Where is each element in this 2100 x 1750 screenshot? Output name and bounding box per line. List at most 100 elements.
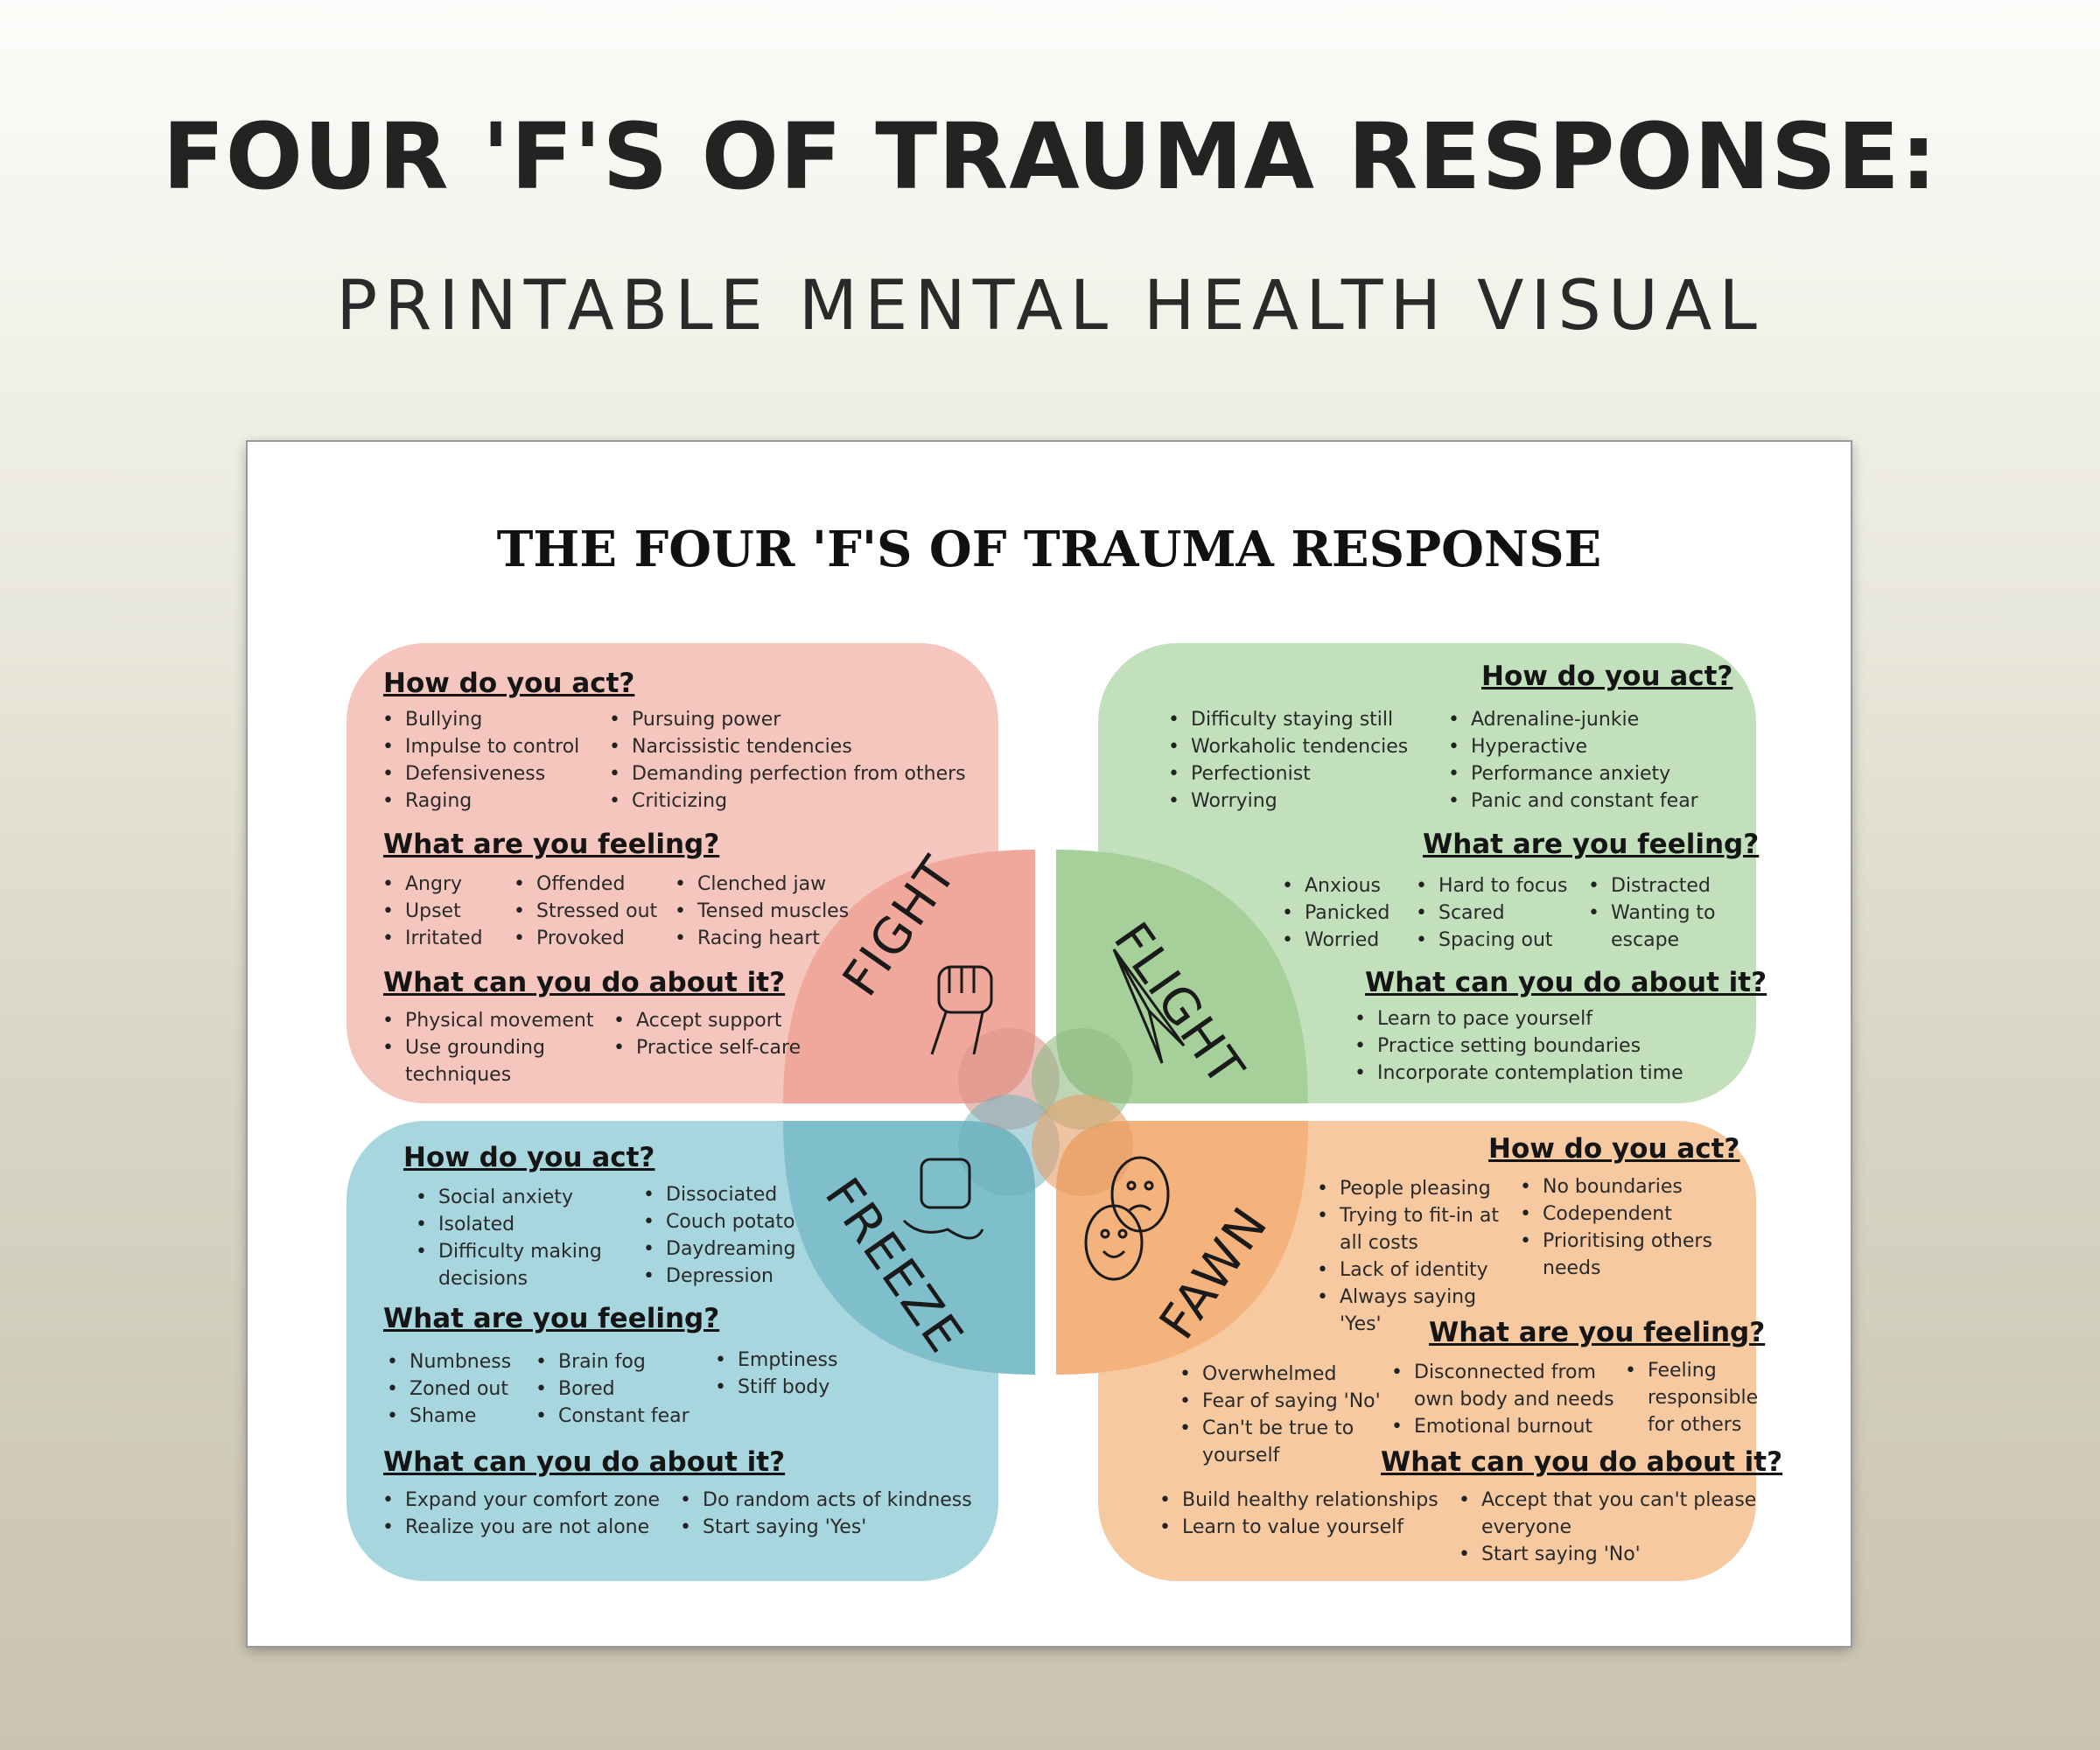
list-item: Wanting to escape [1588,900,1733,954]
list-item: Tensed muscles [675,898,849,925]
fawn-act-heading: How do you act? [1488,1133,1740,1165]
flight-feel-heading: What are you feeling? [1423,829,1760,860]
fawn-do-list-2: Accept that you can't please everyone St… [1457,1487,1770,1568]
list-item: Overwhelmed [1180,1361,1404,1388]
list-item: Hard to focus [1416,872,1568,900]
list-item: Anxious [1282,872,1390,900]
list-item: Bored [536,1376,690,1403]
list-item: Dissociated [643,1181,795,1208]
list-item: Distracted [1588,872,1733,900]
list-item: Hyperactive [1448,733,1698,760]
fight-feel-list-3: Clenched jaw Tensed muscles Racing heart [673,871,849,952]
list-item: Start saying 'Yes' [680,1514,972,1541]
list-item: Workaholic tendencies [1168,733,1408,760]
list-item: Provoked [514,925,657,952]
list-item: Emptiness [715,1347,838,1374]
list-item: Worrying [1168,788,1408,815]
list-item: Angry [382,871,483,898]
list-item: Daydreaming [643,1236,796,1263]
list-item: Pursuing power [609,706,966,733]
list-item: Depression [643,1263,795,1290]
fight-feel-list-1: Angry Upset Irritated [381,871,483,952]
list-item: Build healthy relationships [1159,1487,1445,1514]
freeze-act-list-2: Dissociated Couch potato Daydreaming Dep… [641,1181,796,1290]
list-item: Use grounding techniques [382,1034,606,1088]
list-item: Feeling responsible for others [1625,1357,1779,1438]
fight-do-list-2: Accept support Practice self-care [612,1007,811,1061]
flight-do-heading: What can you do about it? [1365,967,1768,998]
list-item: Scared [1416,900,1567,927]
freeze-act-list-1: Social anxiety Isolated Difficulty makin… [414,1184,631,1292]
list-item: Numbness [387,1348,511,1376]
fight-act-list-2: Pursuing power Narcissistic tendencies D… [607,706,966,815]
freeze-do-list-2: Do random acts of kindness Start saying … [678,1487,972,1541]
fawn-feel-list-3: Feeling responsible for others [1623,1357,1779,1438]
list-item: Defensiveness [382,760,579,788]
fight-act-heading: How do you act? [383,668,635,699]
fight-do-heading: What can you do about it? [383,967,786,998]
flight-feel-list-2: Hard to focus Scared Spacing out [1414,872,1568,954]
list-item: Always saying 'Yes' [1317,1284,1523,1338]
list-item: Demanding perfection from others [609,760,966,788]
flight-feel-list-3: Distracted Wanting to escape [1586,872,1733,954]
infographic-card: THE FOUR 'F'S OF TRAUMA RESPONSE [248,442,1851,1646]
fawn-act-list-2: No boundaries Codependent Prioritising o… [1518,1173,1735,1282]
fight-feel-list-2: Offended Stressed out Provoked [512,871,657,952]
list-item: Can't be true to yourself [1180,1415,1404,1469]
list-item: Lack of identity [1317,1256,1523,1284]
list-item: Learn to pace yourself [1354,1005,1684,1032]
fight-act-list-1: Bullying Impulse to control Defensivenes… [381,706,579,815]
page-title: FOUR 'F'S OF TRAUMA RESPONSE: [162,103,1938,210]
freeze-do-list-1: Expand your comfort zone Realize you are… [381,1487,660,1541]
list-item: Practice setting boundaries [1354,1032,1684,1060]
list-item: Social anxiety [416,1184,631,1211]
list-item: Start saying 'No' [1459,1541,1770,1568]
freeze-feel-heading: What are you feeling? [383,1303,720,1334]
list-item: Upset [382,898,483,925]
list-item: Isolated [416,1211,631,1238]
fawn-feel-list-2: Disconnected from own body and needs Emo… [1390,1359,1624,1440]
list-item: Stiff body [715,1374,837,1401]
list-item: Adrenaline-junkie [1448,706,1698,733]
list-item: No boundaries [1520,1173,1735,1200]
list-item: Irritated [382,925,482,952]
list-item: Trying to fit-in at all costs [1317,1202,1523,1256]
flight-act-list-1: Difficulty staying still Workaholic tend… [1166,706,1408,815]
list-item: Practice self-care [613,1034,811,1061]
flight-do-list: Learn to pace yourself Practice setting … [1353,1005,1684,1087]
list-item: Physical movement [382,1007,606,1034]
list-item: Stressed out [514,898,657,925]
list-item: Clenched jaw [675,871,849,898]
list-item: Narcissistic tendencies [609,733,966,760]
freeze-do-heading: What can you do about it? [383,1446,786,1478]
list-item: Emotional burnout [1391,1413,1624,1440]
fawn-do-list-1: Build healthy relationships Learn to val… [1158,1487,1445,1541]
list-item: Disconnected from own body and needs [1391,1359,1624,1413]
list-item: Codependent [1520,1200,1735,1228]
card-title: THE FOUR 'F'S OF TRAUMA RESPONSE [496,521,1602,578]
list-item: Learn to value yourself [1159,1514,1445,1541]
fawn-feel-heading: What are you feeling? [1429,1317,1766,1348]
list-item: Accept that you can't please everyone [1459,1487,1770,1541]
flight-act-list-2: Adrenaline-junkie Hyperactive Performanc… [1446,706,1698,815]
list-item: Difficulty making decisions [416,1238,631,1292]
list-item: Perfectionist [1168,760,1408,788]
list-item: Impulse to control [382,733,579,760]
list-item: Shame [387,1403,511,1430]
fawn-feel-list-1: Overwhelmed Fear of saying 'No' Can't be… [1178,1361,1404,1469]
fight-do-list-1: Physical movement Use grounding techniqu… [381,1007,606,1088]
list-item: Panicked [1282,900,1390,927]
list-item: Raging [382,788,579,815]
list-item: People pleasing [1317,1175,1523,1202]
freeze-feel-list-2: Brain fog Bored Constant fear [534,1348,690,1430]
list-item: Realize you are not alone [382,1514,660,1541]
list-item: Performance anxiety [1448,760,1698,788]
list-item: Difficulty staying still [1168,706,1408,733]
list-item: Racing heart [675,925,849,952]
list-item: Constant fear [536,1403,690,1430]
list-item: Brain fog [536,1348,690,1376]
fawn-do-heading: What can you do about it? [1381,1446,1783,1478]
fawn-act-list-1: People pleasing Trying to fit-in at all … [1315,1175,1523,1338]
flight-feel-list-1: Anxious Panicked Worried [1280,872,1390,954]
list-item: Prioritising others needs [1520,1228,1735,1282]
